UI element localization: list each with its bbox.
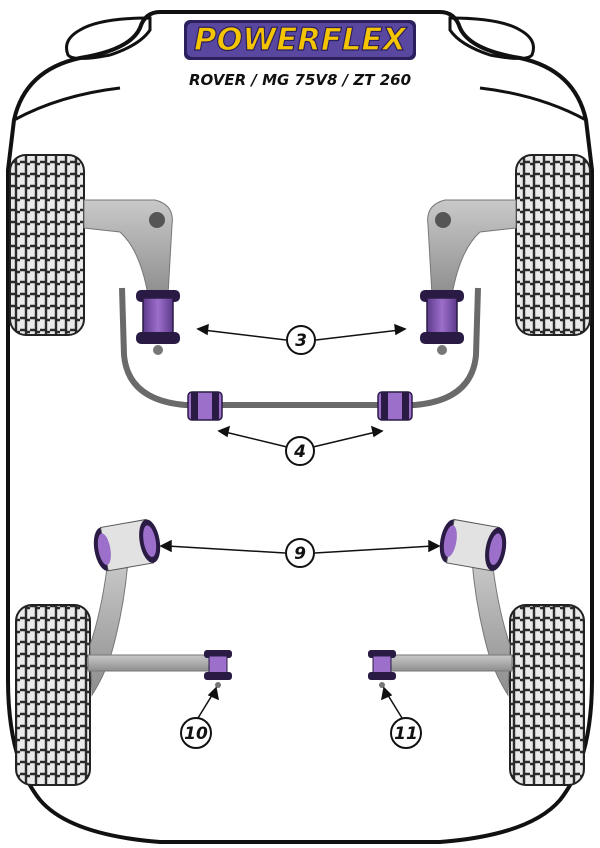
callout-10: 10: [180, 717, 212, 749]
rear-right-arm: [386, 559, 513, 697]
bush-9-left: [93, 518, 161, 572]
bush-3-left: [136, 290, 180, 355]
model-title: ROVER / MG 75V8 / ZT 260: [189, 71, 411, 89]
bush-3-right: [420, 290, 464, 355]
powerflex-logo: POWERFLEX: [184, 20, 416, 60]
callout-9: 9: [285, 538, 315, 568]
bush-11: [368, 650, 396, 688]
bush-4-left: [187, 391, 223, 421]
leader-lines: [159, 323, 441, 719]
front-right-wheel: [515, 154, 591, 336]
logo-wordmark: POWERFLEX: [194, 22, 408, 58]
callout-4-label: 4: [293, 442, 306, 462]
rear-left-arm: [87, 559, 214, 697]
callout-11-label: 11: [394, 724, 418, 744]
rear-right-wheel: [509, 604, 585, 786]
bush-4-right: [377, 391, 413, 421]
bush-9-right: [439, 518, 507, 572]
callout-9-label: 9: [294, 544, 306, 564]
callout-10-label: 10: [184, 724, 208, 744]
front-left-wheel: [9, 154, 85, 336]
chassis-outline: [6, 10, 594, 844]
front-left-lower-arm: [83, 199, 173, 296]
callout-3: 3: [286, 325, 316, 355]
callout-3-label: 3: [295, 331, 307, 351]
callout-11: 11: [390, 717, 422, 749]
bush-10: [204, 650, 232, 688]
callout-4: 4: [285, 436, 315, 466]
front-right-lower-arm: [427, 199, 517, 296]
anti-roll-bar: [119, 287, 481, 408]
rear-left-wheel: [15, 604, 91, 786]
